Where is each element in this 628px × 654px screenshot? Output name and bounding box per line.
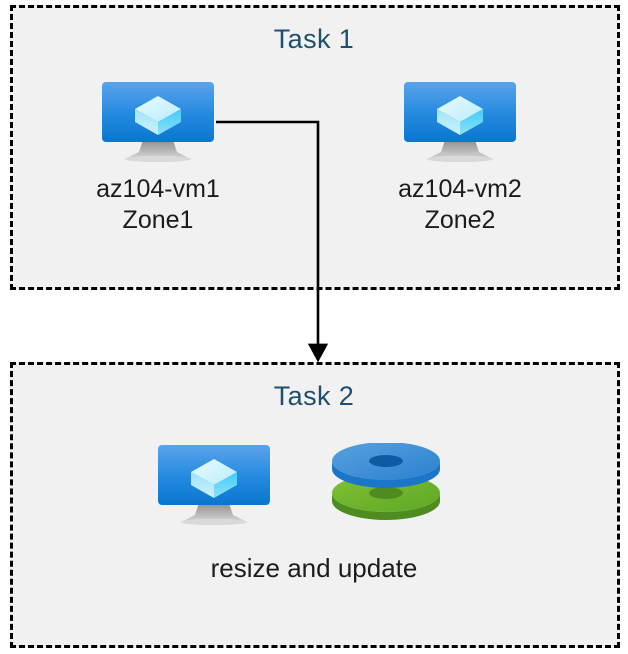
task-2-group [10,362,620,648]
task-2-title: Task 2 [273,381,355,411]
managed-disks-icon [332,442,440,520]
task-1-title: Task 1 [273,24,355,54]
task-2-caption: resize and update [210,553,418,583]
node-managed-disks[interactable] [330,442,442,533]
node-virtual-machine-task2[interactable] [155,443,273,526]
node-az104-vm1[interactable]: az104-vm1 Zone1 [58,80,258,236]
node-az104-vm2[interactable]: az104-vm2 Zone2 [360,80,560,236]
virtual-machine-icon [155,443,273,526]
virtual-machine-icon [401,80,519,163]
node-label-az104-vm2: az104-vm2 Zone2 [398,175,522,234]
virtual-machine-icon [99,80,217,163]
node-label-az104-vm1: az104-vm1 Zone1 [96,175,220,234]
